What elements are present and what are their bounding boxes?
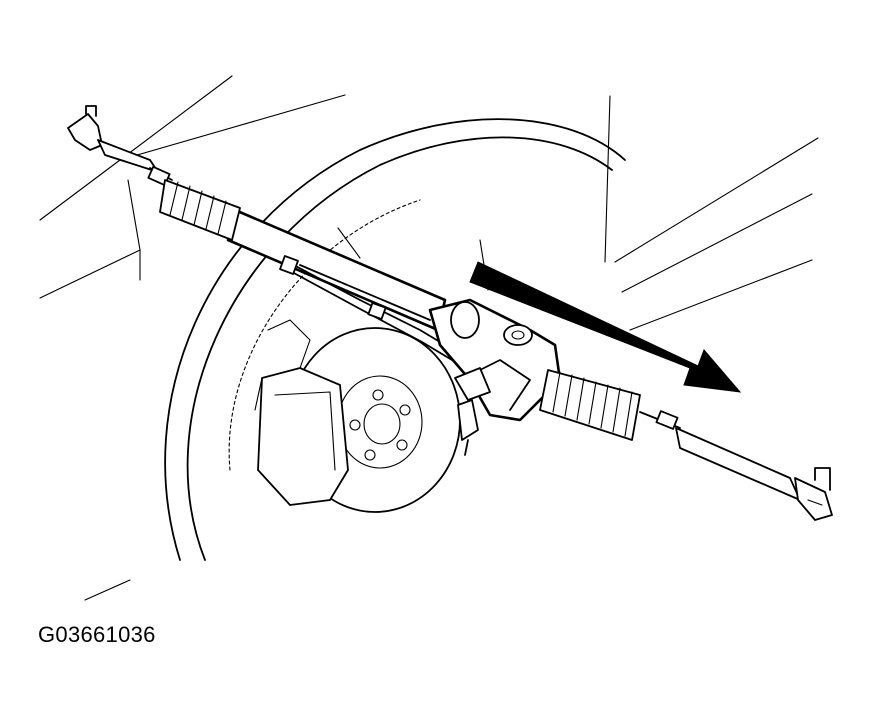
tie-rod-end-right — [794, 467, 833, 521]
tie-rod-end-left — [67, 105, 159, 173]
vehicle-body-lines — [39, 75, 819, 331]
boot-left — [159, 179, 241, 241]
pinion-shaft — [337, 227, 489, 291]
wheel-arch — [84, 118, 626, 601]
rack-housing — [226, 208, 447, 332]
brake-caliper — [254, 319, 349, 506]
figure-code: G03661036 — [38, 622, 156, 647]
tie-rod-right — [639, 410, 801, 501]
boot-right — [539, 369, 641, 441]
steering-gear-valve-body — [428, 298, 562, 456]
direction-arrow — [469, 261, 742, 393]
